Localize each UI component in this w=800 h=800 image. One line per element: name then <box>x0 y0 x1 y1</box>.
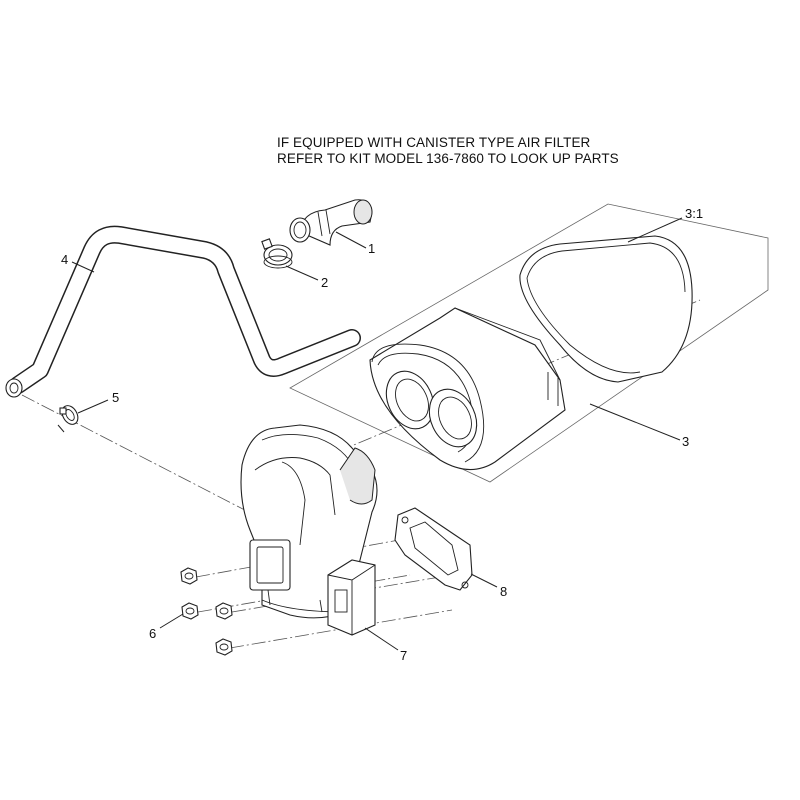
note-line-1: IF EQUIPPED WITH CANISTER TYPE AIR FILTE… <box>277 135 591 150</box>
nut-3 <box>215 602 233 620</box>
flange-nuts <box>180 567 233 656</box>
elbow-hose <box>289 199 373 246</box>
leader-line-3-1 <box>627 217 683 243</box>
callout-7: 7 <box>400 648 407 663</box>
leader-line-2 <box>285 265 319 281</box>
callout-3: 3 <box>682 434 689 449</box>
main-filter-element <box>369 307 566 471</box>
leader-line-8 <box>470 573 498 588</box>
leader-line-4 <box>71 261 95 273</box>
leader-line-5 <box>77 399 109 414</box>
spring-clamp <box>261 238 293 269</box>
callout-6: 6 <box>149 626 156 641</box>
inner-filter-element <box>519 235 693 383</box>
nut-4 <box>215 638 233 656</box>
intake-adapter <box>327 559 376 636</box>
breather-hose <box>5 225 361 398</box>
leader-line-6 <box>159 613 184 629</box>
leader-line-3 <box>589 403 681 441</box>
nut-2 <box>181 602 199 620</box>
nut-1 <box>180 567 198 585</box>
alignment-line-breather <box>21 394 269 523</box>
callout-8: 8 <box>500 584 507 599</box>
callout-2: 2 <box>321 275 328 290</box>
callout-3-1: 3:1 <box>685 206 703 221</box>
callout-1: 1 <box>368 241 375 256</box>
callout-4: 4 <box>61 252 68 267</box>
leader-line-7 <box>364 627 399 651</box>
callout-5: 5 <box>112 390 119 405</box>
intake-gasket <box>394 507 473 591</box>
note-line-2: REFER TO KIT MODEL 136-7860 TO LOOK UP P… <box>277 151 619 166</box>
hose-clamp-small <box>57 405 79 433</box>
leader-line-1 <box>335 231 367 249</box>
alignment-line-nut-1 <box>195 537 411 578</box>
